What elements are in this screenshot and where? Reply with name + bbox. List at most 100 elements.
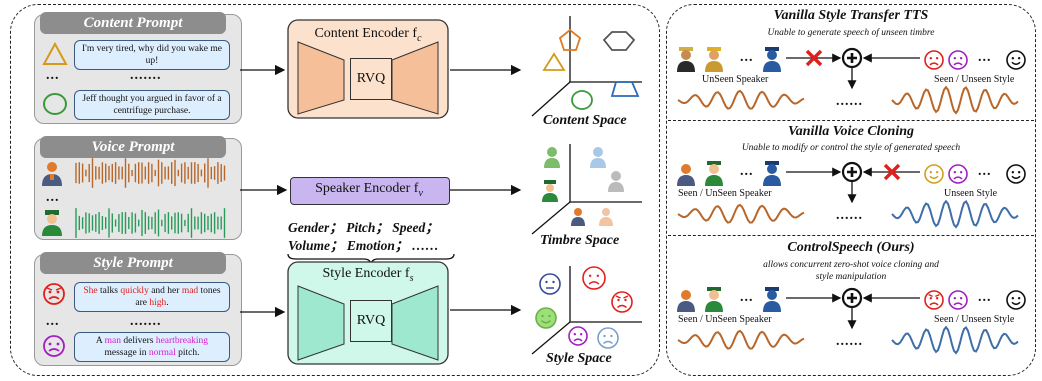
style-space-axes (531, 266, 642, 355)
circle-point (571, 90, 593, 110)
speaker-a-icon (677, 290, 695, 312)
voice-cloning-ellipsis: ... (740, 164, 754, 179)
content-prompt-bubble-2: Jeff thought you argued in favor of a ce… (74, 90, 230, 120)
content-rvq-box: RVQ (350, 58, 392, 100)
right-separator-1 (668, 120, 1034, 121)
voice-cloning-style-label: Unseen Style (944, 188, 998, 199)
speaker-c-icon (763, 161, 781, 186)
speaker-a-icon (677, 47, 695, 72)
person-gray-icon (608, 171, 624, 192)
content-prompt-bubble-1: I'm very tired, why did you wake me up! (74, 40, 230, 70)
style-attrs-line1: Gender； Pitch； Speed； (288, 220, 439, 235)
style-encoder-shape (287, 261, 449, 365)
neutral-face-icon (539, 273, 561, 295)
voice-cloning-speaker-label: Seen / UnSeen Speaker (678, 188, 772, 199)
triangle-icon (42, 41, 68, 65)
speaker-c-icon (763, 287, 781, 312)
voice-cloning-subtitle: Unable to modify or control the style of… (741, 143, 961, 153)
soldier-point-icon (542, 180, 558, 202)
content-encoder-shape (287, 19, 449, 119)
controlspeech-ellipsis: ... (740, 290, 754, 305)
right-section-3 (677, 287, 1026, 355)
style-prompt-bubble-2: A man delivers heartbreaking message in … (74, 332, 230, 362)
controlspeech-output-dots: ...... (836, 334, 863, 349)
vanilla-tts-ellipsis: ... (740, 50, 754, 65)
pentagon-icon (558, 28, 582, 51)
sad-face-icon (43, 335, 65, 357)
blocked-cross-icon (883, 163, 901, 181)
timbre-space-axes (531, 144, 642, 235)
style-dots-mid: ....... (130, 314, 162, 329)
angry-face-icon (43, 283, 65, 305)
chef-point-icon (599, 208, 613, 226)
triangle-point (542, 52, 566, 71)
voice-waveform-2 (75, 208, 226, 238)
output-waveform (891, 85, 1019, 115)
vanilla-tts-output-dots: ...... (836, 94, 863, 109)
happy-face-icon (535, 307, 557, 329)
left-panel (10, 4, 660, 376)
vanilla-tts-subtitle: Unable to generate speech of unseen timb… (767, 28, 935, 38)
output-waveform (891, 199, 1019, 229)
speaker-b-icon (705, 287, 723, 312)
person-blue-icon (590, 147, 606, 168)
input-waveform (677, 89, 805, 110)
speaker-encoder-box (290, 177, 450, 205)
vanilla-tts-style-label: Seen / Unseen Style (934, 74, 1015, 85)
voice-dots-left: ... (46, 190, 60, 205)
controlspeech-subtitle-2: style manipulation (815, 272, 887, 282)
voice-prompt-title: Voice Prompt (40, 136, 226, 158)
style-prompt-bubble-1: She talks quickly and her mad tones are … (74, 282, 230, 312)
style-face-b-icon (948, 164, 968, 184)
style-rvq-box: RVQ (350, 300, 392, 342)
style-face-a-icon (924, 290, 944, 310)
right-panel (666, 4, 1036, 376)
sad-purple-face-icon (568, 326, 588, 346)
person-green-icon (544, 147, 560, 168)
vanilla-tts-speaker-label: UnSeen Speaker (702, 74, 769, 85)
speaker-a-icon (677, 164, 695, 186)
circle-icon (43, 93, 67, 115)
worker-point-icon (571, 208, 585, 226)
speaker-c-icon (763, 47, 781, 72)
content-dots-mid: ....... (130, 68, 162, 83)
right-section-1 (677, 47, 1026, 115)
voice-cloning-style-ellipsis: ... (978, 164, 992, 179)
content-space-label: Content Space (543, 113, 627, 128)
content-encoder-label: Content Encoder fc (314, 26, 422, 44)
right-separator-2 (668, 235, 1034, 236)
vanilla-tts-style-ellipsis: ... (978, 50, 992, 65)
style-face-c-icon (1006, 164, 1026, 184)
timbre-space-label: Timbre Space (540, 233, 620, 248)
speaker-avatar-icon (42, 162, 62, 186)
controlspeech-title: ControlSpeech (Ours) (787, 240, 915, 255)
angry-face-point (611, 291, 633, 313)
style-face-a-icon (924, 164, 944, 184)
style-face-b-icon (948, 50, 968, 70)
sad-blue-face-icon (597, 327, 619, 349)
input-waveform (677, 329, 805, 350)
voice-cloning-output-dots: ...... (836, 208, 863, 223)
style-attrs-line2: Volume； Emotion； …… (288, 238, 439, 253)
fusion-plus-icon (841, 47, 863, 69)
style-prompt-title: Style Prompt (40, 252, 226, 274)
vanilla-tts-title: Vanilla Style Transfer TTS (773, 8, 929, 23)
speaker-b-icon (705, 161, 723, 186)
fusion-plus-icon (841, 287, 863, 309)
sad-red-face-icon (582, 266, 606, 290)
voice-cloning-title: Vanilla Voice Cloning (787, 124, 915, 139)
content-dots-left: ... (46, 68, 60, 83)
content-space-axes (531, 16, 642, 117)
speaker-encoder-label: Speaker Encoder fv (315, 181, 423, 199)
voice-waveform-1 (75, 158, 226, 188)
right-section-2 (677, 161, 1026, 229)
content-prompt-title: Content Prompt (40, 12, 226, 34)
speaker-b-icon (705, 47, 723, 72)
controlspeech-style-ellipsis: ... (978, 290, 992, 305)
blocked-cross-icon (805, 49, 823, 67)
style-face-b-icon (948, 290, 968, 310)
style-face-c-icon (1006, 290, 1026, 310)
input-waveform (677, 203, 805, 224)
style-space-label: Style Space (546, 351, 612, 366)
